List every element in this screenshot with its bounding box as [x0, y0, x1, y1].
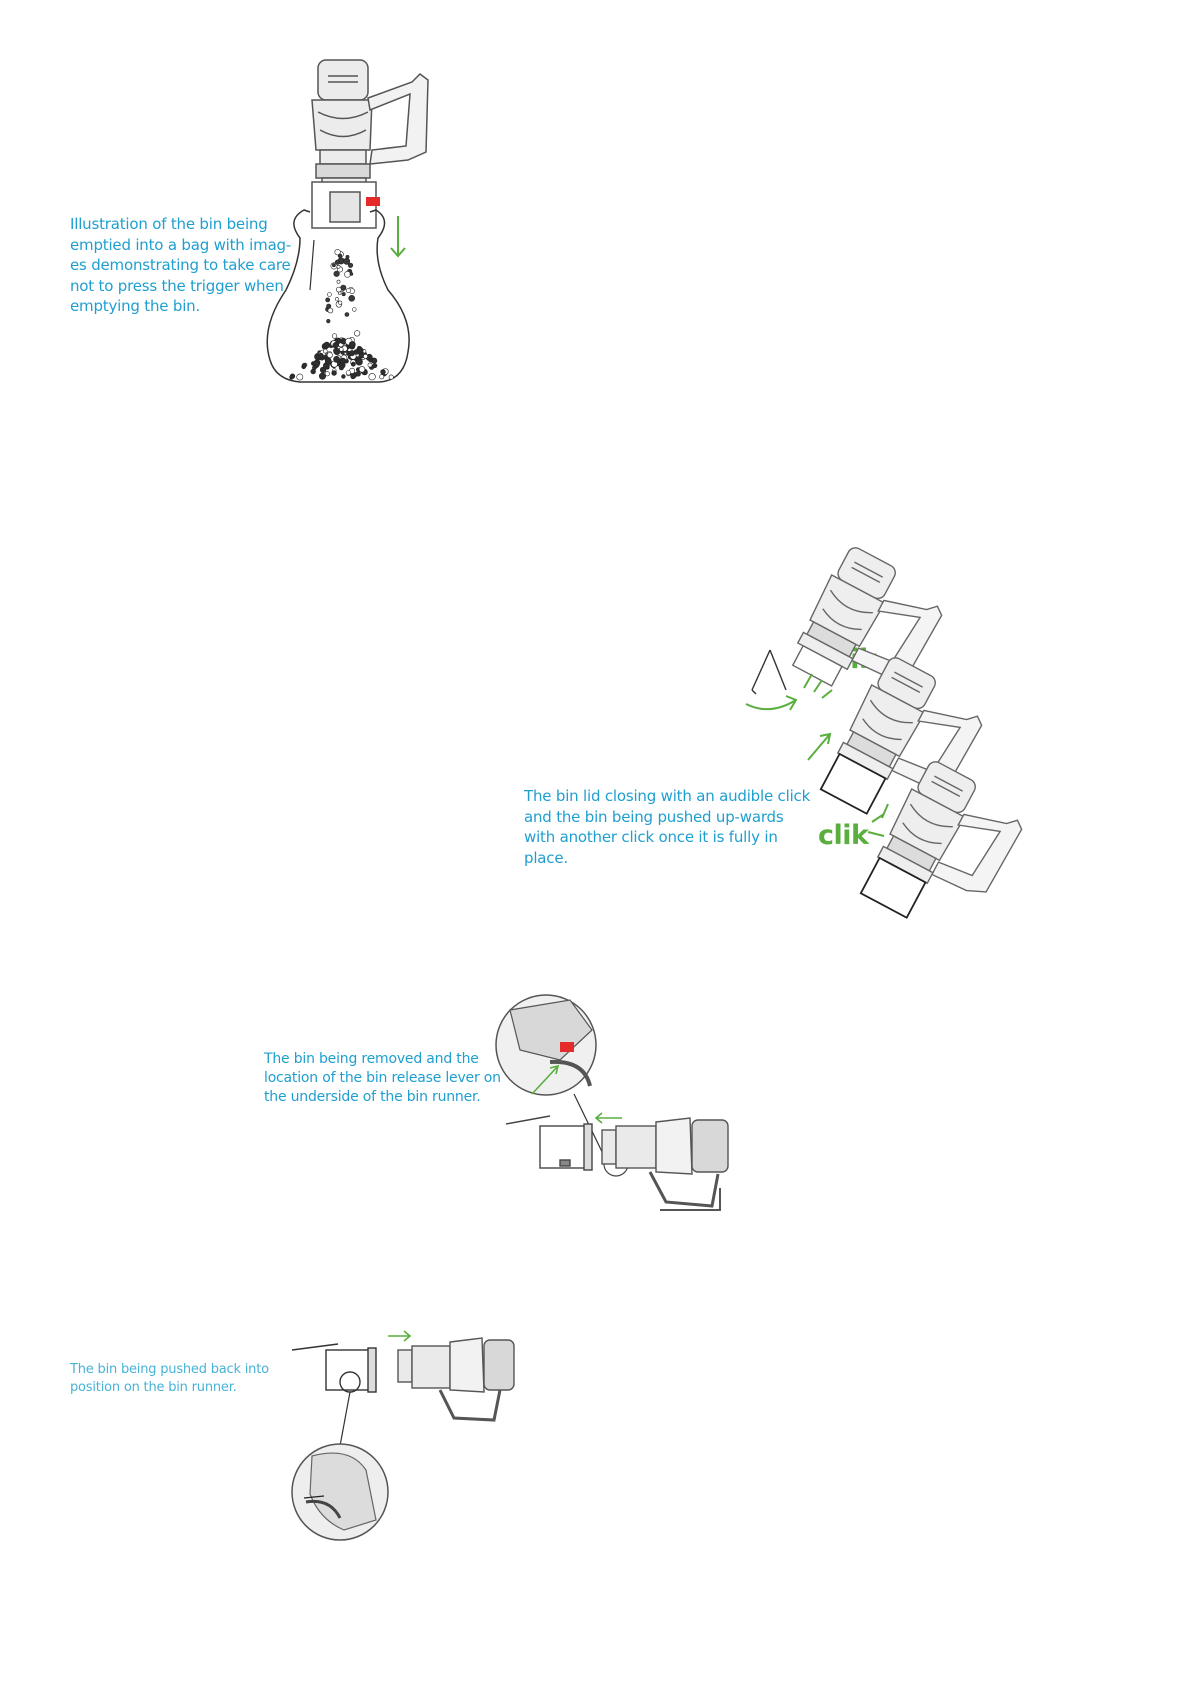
- debris-particle: [326, 352, 333, 359]
- caption-bin-removed: The bin being removed and the location o…: [264, 1051, 501, 1105]
- vacuum-upright-illustration: [311, 59, 429, 229]
- debris-particle: [322, 348, 328, 354]
- debris-particle: [350, 373, 356, 380]
- debris-particle: [324, 357, 332, 365]
- click-marks-lid: [803, 673, 833, 699]
- debris-particle: [339, 347, 344, 352]
- arrow-right-icon: [388, 1330, 412, 1342]
- debris-particle: [368, 373, 376, 381]
- debris-particle: [339, 357, 347, 365]
- debris-particle: [379, 374, 385, 380]
- debris-particle: [296, 373, 304, 381]
- zoom-detail-circle-2: [291, 1443, 389, 1541]
- debris-particle: [345, 254, 350, 259]
- debris-particle: [334, 249, 341, 256]
- click-marks-bin: [867, 803, 889, 837]
- debris-particle: [332, 342, 339, 349]
- debris-particle: [344, 312, 350, 317]
- debris-particle: [312, 365, 317, 371]
- green-arrow-detail: [531, 1064, 622, 1124]
- debris-particle: [337, 253, 343, 259]
- debris-particle: [338, 300, 343, 305]
- debris-particle: [301, 362, 307, 368]
- curved-arrow-head: [785, 695, 798, 711]
- caption-bin-lid-closing: The bin lid closing with an audible clic…: [524, 787, 811, 867]
- debris-particle: [333, 355, 340, 363]
- debris-particle: [345, 288, 351, 293]
- debris-particle: [335, 337, 342, 344]
- debris-particle: [354, 330, 361, 337]
- debris-particle: [372, 363, 378, 369]
- debris-particle: [289, 374, 294, 380]
- debris-particle: [348, 350, 355, 357]
- debris-particle: [348, 294, 356, 302]
- debris-particle: [349, 272, 354, 276]
- debris-particle: [317, 352, 324, 359]
- debris-particle: [331, 333, 338, 339]
- debris-particle: [336, 264, 341, 269]
- debris-particle: [336, 279, 341, 284]
- vacuum-tilted-2: [819, 652, 992, 815]
- bin-approaching: [291, 1343, 377, 1393]
- debris-particle: [357, 347, 364, 354]
- debris-particle: [326, 319, 331, 324]
- trigger-highlight: [366, 197, 380, 206]
- debris-particle: [333, 270, 340, 277]
- zoom-detail-circle: [495, 994, 597, 1096]
- debris-particle: [355, 358, 363, 366]
- debris-particle: [388, 374, 394, 380]
- debris-particle: [352, 307, 357, 312]
- bag-fold: [309, 239, 315, 291]
- debris-particle: [331, 370, 337, 376]
- bag-outline: [266, 209, 410, 383]
- debris-particle: [326, 303, 332, 309]
- arrow-up-right-icon: [807, 733, 831, 761]
- debris-particle: [325, 297, 331, 303]
- debris-particle: [334, 297, 340, 302]
- arrow-down-icon: [390, 216, 406, 258]
- debris-particle: [327, 292, 332, 297]
- debris-particle: [350, 361, 356, 367]
- caption-bin-emptied: Illustration of the bin being emptied in…: [70, 215, 292, 315]
- vacuum-horizontal-removed: [601, 1117, 729, 1211]
- debris-particle: [334, 259, 341, 265]
- debris-particle: [338, 365, 344, 371]
- caption-bin-pushed-back: The bin being pushed back into position …: [70, 1362, 269, 1395]
- debris-particle: [335, 286, 342, 293]
- curved-arrow-icon: [745, 699, 797, 711]
- clik-label-bin: clik: [818, 820, 869, 851]
- vacuum-horizontal-pushback: [397, 1337, 515, 1422]
- debris-particle: [363, 353, 368, 359]
- zoom-leader-line-2: [339, 1391, 351, 1447]
- debris-particle: [319, 366, 327, 374]
- debris-particle: [345, 370, 352, 376]
- debris-particles: [289, 249, 394, 381]
- vacuum-tilted-3: [859, 756, 1032, 919]
- debris-particle: [331, 263, 336, 268]
- debris-particle: [368, 357, 373, 363]
- debris-particle: [341, 292, 346, 297]
- open-bin-lid: [751, 649, 787, 695]
- debris-particle: [347, 262, 354, 268]
- release-lever-highlight: [560, 1042, 574, 1052]
- debris-particle: [358, 366, 366, 373]
- debris-particle: [367, 362, 373, 368]
- debris-particle: [348, 341, 356, 348]
- debris-particle: [341, 374, 346, 379]
- debris-particle: [380, 369, 386, 375]
- detached-bin: [505, 1115, 593, 1171]
- arrow-up-right-head: [819, 732, 832, 745]
